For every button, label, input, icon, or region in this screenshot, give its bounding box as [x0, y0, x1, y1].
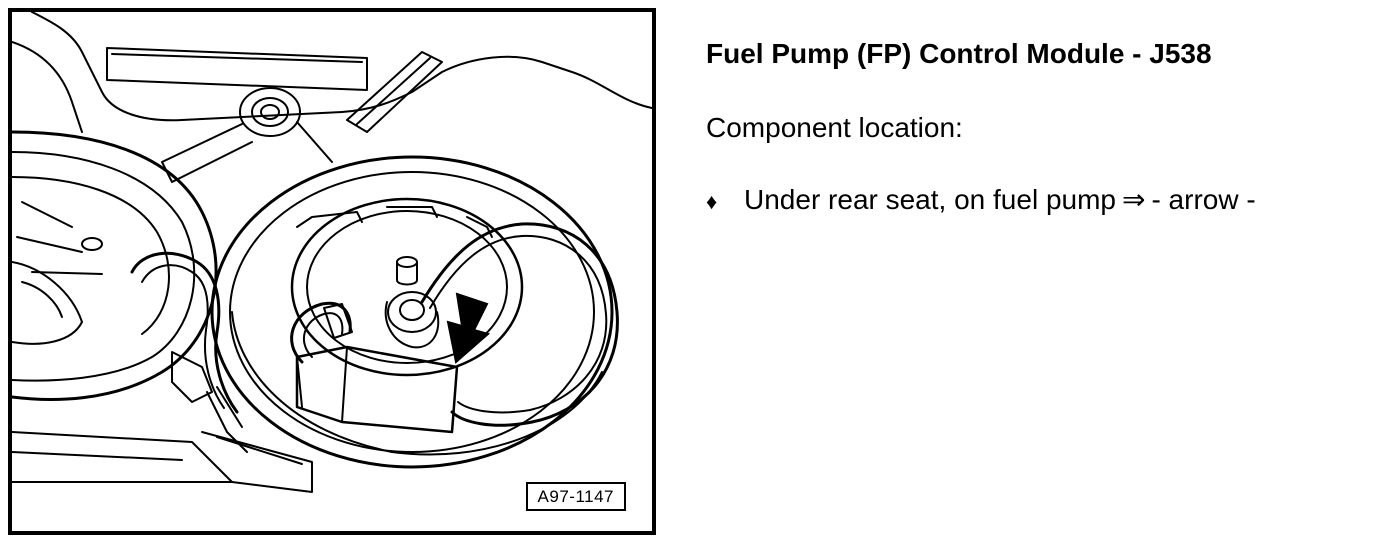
- fuel-pump-illustration: [12, 12, 652, 493]
- indicator-arrow: [446, 292, 491, 364]
- illustration-frame: A97-1147: [8, 8, 656, 535]
- page-title: Fuel Pump (FP) Control Module - J538: [706, 38, 1212, 69]
- figure-number-label: A97-1147: [525, 482, 626, 511]
- reference-arrow-icon: ⇒: [1121, 184, 1146, 215]
- bullet-text-main: Under rear seat, on fuel pump: [744, 184, 1116, 215]
- description-column: Fuel Pump (FP) Control Module - J538 Com…: [706, 36, 1356, 220]
- arrow-reference-label: - arrow -: [1151, 184, 1256, 215]
- diamond-bullet-icon: ♦: [706, 189, 718, 214]
- bullet-text: Under rear seat, on fuel pump⇒- arrow -: [744, 182, 1256, 218]
- location-heading: Component location:: [706, 112, 963, 143]
- location-bullet-item: ♦ Under rear seat, on fuel pump⇒- arrow …: [706, 182, 1356, 220]
